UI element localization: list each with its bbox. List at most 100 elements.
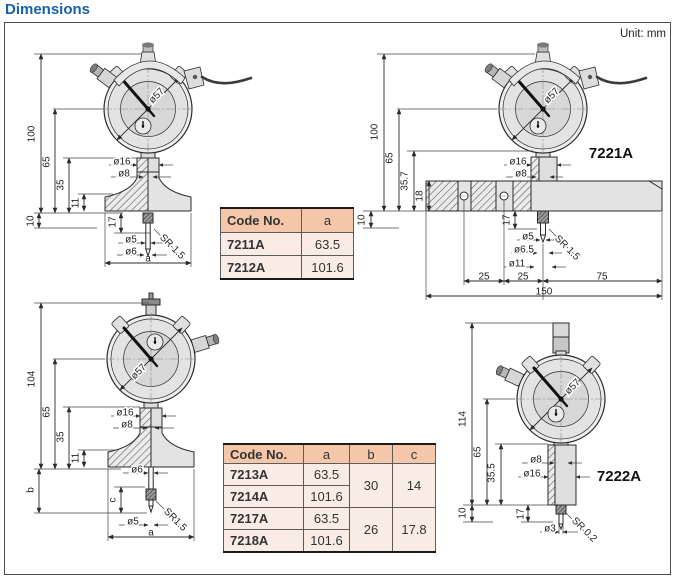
dim-label-25b: 25	[517, 272, 529, 283]
drawing-7211a-7212a-depth-gauge: 100 65 35 11 10 17 ø16 ø8 ø5 ø6 SR 1.5 a…	[26, 41, 253, 267]
dia-label-6: ø6	[125, 247, 137, 258]
sr-label: SR 1.5	[552, 233, 582, 263]
code-cell: 7217A	[223, 507, 304, 530]
contact-point	[148, 505, 154, 514]
dim-label-a: a	[145, 254, 151, 265]
col-header-a: a	[303, 443, 350, 464]
dim-label-100: 100	[370, 123, 381, 140]
dim-label-100: 100	[27, 125, 38, 142]
table-row: 7214A 101.6	[223, 485, 436, 508]
dial-face	[105, 313, 197, 405]
dim-label-17: 17	[516, 508, 527, 520]
knurled-sleeve	[142, 212, 154, 224]
drawing-7213a-7218a-depth-gauge: 104 65 35 11 b c ø16 ø8 ø6 ø5 SR1.5 a ø5…	[26, 292, 221, 541]
code-cell: 7212A	[220, 255, 302, 280]
dim-label-65: 65	[385, 152, 396, 164]
table-row: 7212A 101.6	[220, 255, 354, 280]
code-cell: 7211A	[220, 232, 302, 256]
revolution-counter-dial	[134, 117, 152, 135]
dim-label-10: 10	[26, 215, 37, 227]
table-row: 7217A 63.5 26 17.8	[223, 507, 436, 553]
dim-label-35: 35	[56, 179, 67, 191]
dia-label-8: ø8	[121, 420, 133, 431]
dim-label-35-7: 35.7	[400, 171, 411, 191]
dia-label-5: ø5	[125, 235, 137, 246]
dia-label-6-5: ø6.5	[514, 245, 534, 256]
table-row: 7218A 101.6	[223, 529, 436, 553]
col-header-a: a	[301, 207, 354, 233]
value-cell-c: 17.8	[392, 507, 436, 553]
dim-label-25a: 25	[478, 272, 490, 283]
table-row: 7213A 63.5 30 14	[223, 463, 436, 508]
contact-rod	[145, 222, 151, 250]
dia-label-5: ø5	[127, 517, 139, 528]
dial-face	[515, 353, 607, 445]
value-cell: 63.5	[301, 232, 354, 256]
dim-label-35: 35	[56, 431, 67, 443]
dim-label-65: 65	[42, 156, 53, 168]
dia-label-8: ø8	[118, 169, 130, 180]
base-flange	[107, 426, 152, 468]
model-label-7222a: 7222A	[597, 468, 641, 485]
dia-label-16: ø16	[113, 157, 131, 168]
value-cell-b: 30	[349, 463, 393, 508]
value-cell: 63.5	[303, 507, 350, 530]
value-cell: 101.6	[303, 529, 350, 553]
unit-label: Unit: mm	[620, 28, 666, 40]
side-knob	[87, 60, 118, 89]
sr-label: SR 0.2	[569, 515, 599, 545]
contact-rod	[540, 222, 546, 236]
revolution-counter-dial	[146, 333, 164, 351]
knurled-sleeve	[537, 210, 549, 224]
value-cell: 101.6	[303, 485, 350, 508]
value-cell-b: 26	[349, 507, 393, 553]
contact-point	[145, 248, 151, 258]
contact-point	[558, 523, 564, 531]
dim-label-75: 75	[596, 272, 608, 283]
dia-label-8: ø8	[530, 455, 542, 466]
stem-block	[554, 444, 577, 506]
col-header-code: Code No.	[220, 207, 302, 233]
dia-label-11: ø11	[509, 259, 526, 270]
dia-label-16: ø16	[509, 157, 527, 168]
dim-label-10: 10	[458, 507, 469, 519]
table-7211a-7212a: Code No. a 7211A 63.5 7212A 101.6	[220, 207, 354, 280]
table-row: 7211A 63.5	[220, 232, 354, 256]
model-label-7221a: 7221A	[589, 145, 633, 162]
stem-clamp-block	[538, 156, 558, 182]
top-crown	[141, 298, 161, 306]
contact-point	[539, 234, 547, 244]
dim-label-11: 11	[71, 452, 82, 463]
page-title: Dimensions	[5, 1, 91, 18]
dia-label-8: ø8	[515, 169, 527, 180]
revolution-counter-dial	[547, 405, 565, 423]
dim-label-17: 17	[108, 216, 119, 228]
dia-label-16: ø16	[523, 469, 541, 480]
col-header-code: Code No.	[223, 443, 304, 464]
top-plunger	[552, 322, 570, 338]
base-flange	[104, 171, 149, 212]
knurled-sleeve	[555, 504, 567, 515]
dim-label-17: 17	[502, 214, 513, 226]
dia-label-16: ø16	[116, 408, 134, 419]
dia-label-6: ø6	[131, 465, 143, 476]
contact-rod	[558, 513, 564, 525]
dim-label-c: c	[108, 498, 119, 503]
dia-label-5: ø5	[522, 232, 534, 243]
knurled-sleeve	[145, 488, 157, 501]
upper-rod	[148, 466, 154, 490]
dim-label-104: 104	[27, 370, 38, 387]
contact-rod	[148, 499, 154, 507]
dim-label-18: 18	[415, 190, 426, 202]
dim-label-b: b	[26, 487, 37, 493]
value-cell: 101.6	[301, 255, 354, 280]
side-knob	[482, 60, 513, 89]
value-cell-c: 14	[392, 463, 436, 508]
code-cell: 7218A	[223, 529, 304, 553]
code-cell: 7213A	[223, 463, 304, 486]
dim-label-150: 150	[536, 287, 553, 298]
value-cell: 63.5	[303, 463, 350, 486]
drawing-7221a-depth-gauge: 7221A 100 65 35.7 18 10 17 ø16 ø8 ø5 ø6.…	[357, 41, 663, 300]
dim-label-65: 65	[42, 406, 53, 418]
side-knob	[190, 331, 221, 353]
